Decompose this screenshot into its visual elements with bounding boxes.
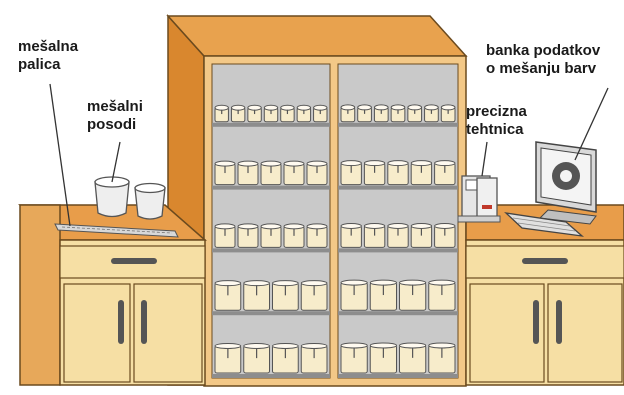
shelf-plank: [338, 374, 458, 378]
paint-tin: [244, 281, 270, 311]
label-color-database: banka podatkov o mešanju barv: [486, 42, 600, 78]
shelf-plank: [212, 186, 330, 190]
paint-tin: [244, 343, 270, 373]
paint-tin: [284, 161, 304, 185]
paint-tin: [425, 105, 439, 122]
label-mixing-containers-line2: posodi: [87, 116, 143, 134]
computer-workstation: [506, 142, 596, 236]
right-door-handle-2: [556, 300, 562, 344]
paint-tin: [215, 343, 241, 373]
paint-tin: [261, 161, 281, 185]
tall-cabinet-top: [168, 16, 466, 56]
label-mixing-containers-line1: mešalni: [87, 98, 143, 116]
tall-cabinet: [168, 16, 466, 386]
right-door-handle-1: [533, 300, 539, 344]
paint-tin: [273, 281, 299, 311]
paint-tin: [301, 281, 327, 311]
paint-tin: [388, 161, 408, 185]
shelf-plank: [212, 374, 330, 378]
paint-tin: [435, 161, 455, 185]
shelf-plank: [338, 186, 458, 190]
paint-tin: [391, 105, 405, 122]
shelf-plank: [212, 123, 330, 127]
paint-tin: [248, 105, 261, 122]
label-precision-scale-line2: tehtnica: [466, 121, 527, 139]
paint-tin: [400, 280, 426, 310]
paint-tin: [273, 343, 299, 373]
paint-tin: [341, 343, 367, 373]
label-mixing-stick-line2: palica: [18, 56, 78, 74]
paint-tin: [408, 105, 422, 122]
paint-tin: [215, 161, 235, 185]
paint-tin: [374, 105, 388, 122]
paint-tin: [429, 280, 455, 310]
paint-tin: [441, 105, 455, 122]
paint-tin: [400, 343, 426, 373]
paint-tin: [429, 343, 455, 373]
paint-tin: [314, 105, 327, 122]
precision-scale: [458, 176, 500, 222]
label-mixing-stick-line1: mešalna: [18, 38, 78, 56]
paint-tin: [301, 343, 327, 373]
paint-tin: [231, 105, 244, 122]
left-drawer-handle: [111, 258, 157, 264]
left-door-handle-1: [118, 300, 124, 344]
paint-tin: [297, 105, 310, 122]
paint-tin: [281, 105, 294, 122]
paint-tin: [341, 161, 361, 185]
shelf-plank: [338, 123, 458, 127]
label-mixing-stick: mešalna palica: [18, 38, 78, 74]
label-color-database-line2: o mešanju barv: [486, 60, 600, 78]
label-precision-scale: precizna tehtnica: [466, 103, 527, 139]
paint-tin: [411, 223, 431, 247]
left-door-handle-2: [141, 300, 147, 344]
left-counter-side: [20, 205, 60, 385]
paint-tin: [307, 161, 327, 185]
paint-tin: [358, 105, 372, 122]
paint-tin: [370, 280, 396, 310]
paint-tin: [238, 224, 258, 248]
paint-tin: [307, 224, 327, 248]
paint-tin: [341, 105, 355, 122]
label-precision-scale-line1: precizna: [466, 103, 527, 121]
shelf-plank: [338, 311, 458, 315]
paint-tin: [261, 224, 281, 248]
paint-tin: [238, 161, 258, 185]
paint-tin: [215, 105, 228, 122]
paint-tin: [215, 281, 241, 311]
right-door-1: [470, 284, 544, 382]
shelf-plank: [212, 311, 330, 315]
paint-tin: [411, 161, 431, 185]
label-color-database-line1: banka podatkov: [486, 42, 600, 60]
paint-tin: [370, 343, 396, 373]
label-mixing-containers: mešalni posodi: [87, 98, 143, 134]
shelf-plank: [212, 248, 330, 252]
paint-tin: [341, 223, 361, 247]
paint-tin: [364, 223, 384, 247]
paint-tin: [435, 223, 455, 247]
paint-tin: [388, 223, 408, 247]
paint-tin: [264, 105, 277, 122]
shelf-plank: [338, 248, 458, 252]
paint-tin: [341, 280, 367, 310]
paint-tin: [284, 224, 304, 248]
paint-tin: [215, 224, 235, 248]
right-counter: [466, 205, 624, 385]
paint-tin: [364, 161, 384, 185]
right-drawer-handle: [522, 258, 568, 264]
